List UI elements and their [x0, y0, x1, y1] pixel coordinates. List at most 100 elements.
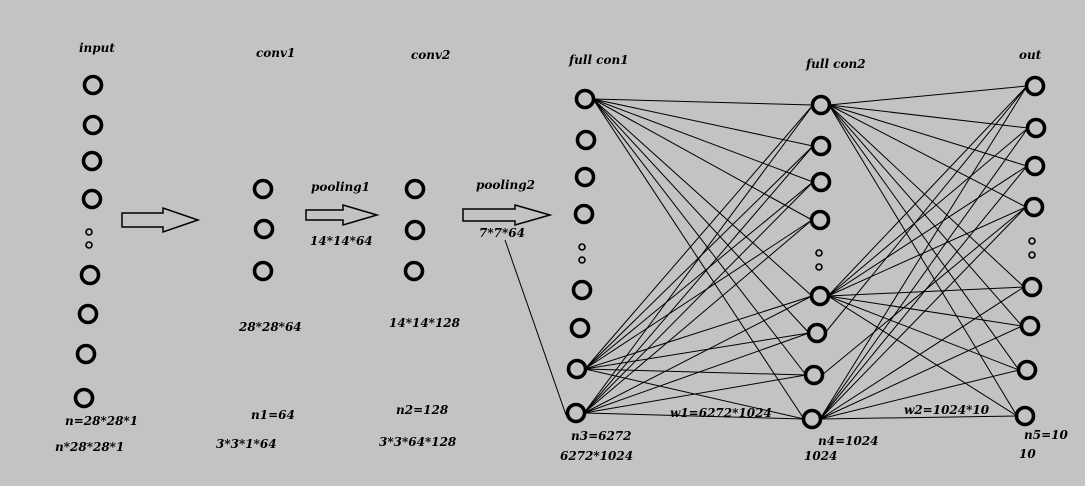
input-neuron-node — [82, 114, 104, 136]
conv1-neuron-node — [253, 218, 275, 240]
fc1-fc2-connection — [584, 104, 814, 370]
conv1-layer-title: conv1 — [256, 46, 295, 60]
fc2-out-connection — [828, 104, 1025, 288]
fc2-out-connection — [827, 206, 1027, 297]
full-con1-neuron-node — [574, 88, 596, 110]
n1-kernel-label: 3*3*1*64 — [216, 437, 277, 451]
fc2-out-connection — [828, 104, 1027, 208]
n1-label: n1=64 — [251, 408, 295, 422]
conv2-neuron-node — [404, 178, 426, 200]
out-neuron-node — [1024, 75, 1046, 97]
fc1-fc2-connection — [584, 181, 814, 370]
input-ellipsis-dot — [85, 228, 93, 236]
out-layer-title: out — [1019, 48, 1042, 62]
fc1-fc2-connection — [584, 219, 813, 370]
full-con2-layer-title: full con2 — [805, 57, 866, 71]
conv2-layer-title: conv2 — [411, 48, 450, 62]
fc1-fc2-connection — [584, 332, 810, 370]
fc2-out-connection — [819, 127, 1029, 420]
full-con2-neuron-node — [810, 94, 832, 116]
conv2-neuron-node — [403, 260, 425, 282]
full-con1-ellipsis-dot — [578, 243, 586, 251]
n4-label: n4=1024 — [818, 434, 879, 448]
full-con1-neuron-node — [575, 129, 597, 151]
out-neuron-node — [1023, 196, 1045, 218]
input-layer-title: input — [79, 41, 115, 55]
out-ellipsis-dot — [1028, 237, 1036, 245]
out-neuron-node — [1024, 155, 1046, 177]
fc1-fc2-connection — [592, 98, 814, 147]
full-con2-neuron-node — [809, 209, 831, 231]
full-con1-layer-title: full con1 — [568, 53, 629, 67]
fc2-out-connection — [828, 85, 1028, 106]
neuron-nodes — [73, 74, 1047, 430]
conv2-neuron-node — [404, 219, 426, 241]
fc1-fc2-connection — [583, 295, 813, 414]
pooling2-pointer-line — [504, 239, 567, 416]
n5-bias-label: 10 — [1019, 447, 1036, 461]
pooling1-size-label: 14*14*64 — [310, 234, 373, 248]
full-con2-neuron-node — [801, 408, 823, 430]
full-con2-neuron-node — [810, 171, 832, 193]
full-con2-neuron-node — [810, 135, 832, 157]
input-neuron-node — [81, 150, 103, 172]
out-neuron-node — [1021, 276, 1043, 298]
full-con2-neuron-node — [806, 322, 828, 344]
fc1-fc2-connection — [583, 374, 807, 414]
full-con2-ellipsis-dot — [815, 249, 823, 257]
out-neuron-node — [1019, 315, 1041, 337]
conv2-size-label: 14*14*128 — [389, 316, 461, 330]
w2-label: w2=1024*10 — [904, 403, 990, 417]
full-con1-neuron-node — [565, 402, 587, 424]
out-neuron-node — [1016, 359, 1038, 381]
n5-label: n5=10 — [1024, 428, 1068, 442]
fc1-fc2-connection — [583, 145, 814, 414]
fc2-out-connection — [827, 85, 1028, 297]
pooling1-arrow — [305, 203, 380, 227]
full-con1-neuron-node — [573, 203, 595, 225]
n-shape-label: n*28*28*1 — [55, 440, 124, 454]
fc1-fc2-connection — [583, 412, 805, 420]
input-neuron-node — [77, 303, 99, 325]
fc2-out-connection — [827, 165, 1028, 297]
n4-bias-label: 1024 — [804, 449, 837, 463]
w1-label: w1=6272*1024 — [670, 406, 772, 420]
full-con1-neuron-node — [574, 166, 596, 188]
n3-weights-label: 6272*1024 — [560, 449, 633, 463]
n2-label: n2=128 — [396, 403, 449, 417]
fc1-fc2-connection — [592, 98, 814, 106]
full-con2-ellipsis-dot — [815, 263, 823, 271]
fc2-out-connection — [828, 104, 1029, 129]
fc2-out-connection — [821, 206, 1027, 376]
connections — [504, 85, 1029, 420]
input-ellipsis-dot — [85, 241, 93, 249]
out-neuron-node — [1014, 405, 1036, 427]
pooling1-label: pooling1 — [311, 180, 370, 194]
fc1-fc2-connection — [592, 98, 813, 297]
input-neuron-node — [75, 343, 97, 365]
fc2-out-connection — [827, 127, 1029, 297]
out-neuron-node — [1025, 117, 1047, 139]
full-con1-neuron-node — [569, 317, 591, 339]
fc2-out-connection — [828, 104, 1023, 327]
fc2-out-connection — [819, 165, 1028, 420]
conv1-size-label: 28*28*64 — [238, 320, 302, 334]
fc2-out-connection — [819, 206, 1027, 420]
conv1-neuron-node — [252, 178, 274, 200]
full-con1-ellipsis-dot — [578, 256, 586, 264]
input-to-conv1-arrow — [121, 206, 201, 234]
fc2-out-connection — [824, 85, 1028, 334]
fc2-out-connection — [819, 85, 1028, 420]
fc1-fc2-connection — [583, 219, 813, 414]
full-con1-neuron-node — [571, 279, 593, 301]
fc2-out-connection — [828, 104, 1028, 167]
fc2-out-connection — [827, 295, 1020, 371]
full-con2-neuron-node — [803, 364, 825, 386]
conv1-neuron-node — [252, 260, 274, 282]
input-neuron-node — [82, 74, 104, 96]
fc2-out-connection — [828, 104, 1020, 371]
fc1-fc2-connection — [592, 98, 810, 334]
fc1-fc2-connection — [583, 104, 814, 414]
fc1-fc2-connection — [584, 368, 807, 376]
